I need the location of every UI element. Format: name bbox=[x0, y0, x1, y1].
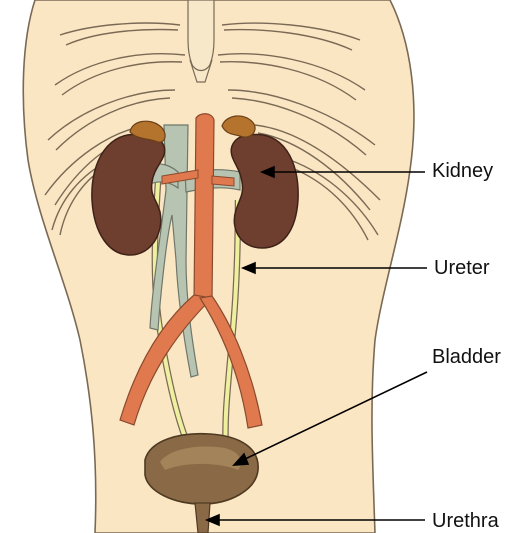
label-kidney: Kidney bbox=[432, 161, 493, 181]
label-bladder: Bladder bbox=[432, 347, 501, 367]
urethra bbox=[195, 503, 210, 533]
label-urethra: Urethra bbox=[432, 511, 499, 531]
renal-artery-right bbox=[212, 176, 234, 186]
label-ureter: Ureter bbox=[434, 258, 490, 278]
bladder bbox=[145, 434, 258, 504]
aorta bbox=[194, 114, 214, 300]
